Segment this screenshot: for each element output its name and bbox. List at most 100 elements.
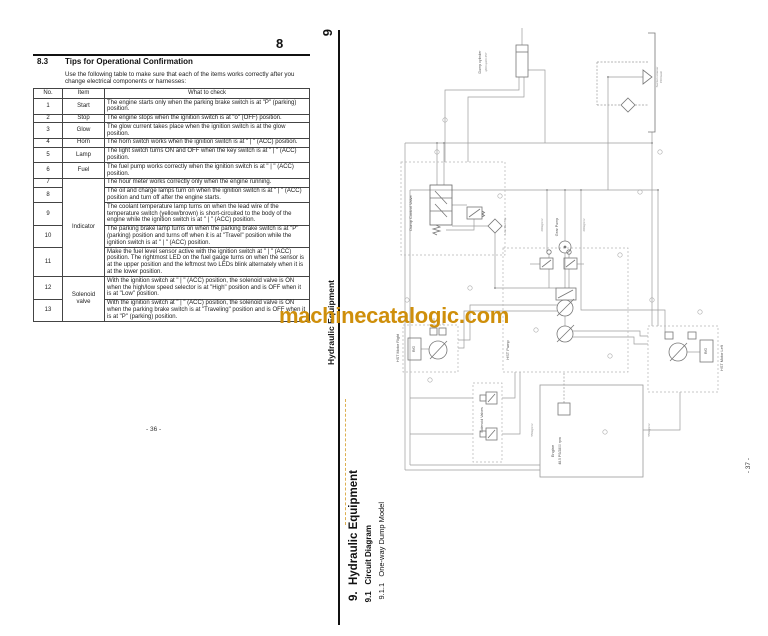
row-number-cell: 4	[33, 137, 63, 148]
check-cell: The engine stops when the ignition switc…	[104, 113, 310, 124]
pressure-label-4: 550kg/cm²	[647, 423, 651, 436]
row-number-cell: 3	[33, 122, 63, 139]
right-header-rule	[338, 30, 340, 625]
pressure-label-3: 550kg/cm²	[530, 423, 534, 436]
row-number-cell: 6	[33, 162, 63, 179]
row-number-cell: 8	[33, 186, 63, 204]
item-cell: Fuel	[62, 162, 105, 179]
right-page-number: 9	[320, 29, 335, 37]
item-cell: Indicator	[62, 177, 105, 278]
engine-label: Engine	[550, 444, 555, 457]
row-number-cell: 2	[33, 113, 63, 124]
row-number-cell: 13	[33, 298, 63, 323]
item-cell: Horn	[62, 137, 105, 148]
hst-motor-left-symbol	[664, 331, 714, 363]
check-cell: The horn switch works when the ignition …	[104, 137, 310, 148]
solenoid-valve-symbols	[479, 391, 498, 441]
charge-relief-valves	[539, 249, 578, 270]
row-number-cell: 12	[33, 276, 63, 300]
pressure-label-2: 200kg/cm²	[582, 218, 586, 231]
table-row: 11 Make the fuel level sensor active with…	[33, 247, 310, 278]
check-cell: The hour meter works correctly only when…	[104, 177, 310, 188]
gear-pump-symbol	[558, 240, 572, 254]
check-cell: The light switch turns ON and OFF when t…	[104, 146, 310, 164]
section-title: Tips for Operational Confirmation	[65, 57, 193, 66]
col-header-item: Item	[62, 88, 105, 99]
subsubsection-heading: 9.1.1 One-way Dump Model	[377, 502, 386, 600]
line-filter-label: Line filter 70μ	[503, 217, 507, 234]
dump-cylinder-label: Dump cylinder	[478, 50, 482, 74]
dump-cylinder-symbol	[515, 44, 529, 78]
hst-pump-box	[502, 247, 629, 373]
check-cell: The engine starts only when the parking …	[104, 98, 310, 115]
intro-paragraph: Use the following table to make sure tha…	[65, 71, 295, 85]
table-row: 13 With the ignition switch at " | " (ACC…	[33, 298, 310, 323]
variable-pump-units	[556, 298, 575, 343]
solenoid-valves-label: Solenoid Valves	[480, 407, 484, 433]
engine-spec-label: 48.5 PS/2800 rpm	[558, 437, 562, 465]
hydraulic-circuit-diagram: Dump cylinder φ50×φ30×457 Dump Control V…	[390, 0, 768, 505]
check-cell: Make the fuel level sensor active with t…	[104, 247, 310, 278]
dump-relief-valve	[466, 206, 486, 220]
check-cell: The coolant temperature lamp turns on wh…	[104, 202, 310, 226]
engine-symbol	[539, 384, 644, 478]
row-number-cell: 1	[33, 98, 63, 115]
section-heading: 8.3 Tips for Operational Confirmation	[37, 57, 193, 66]
hst-motor-right-label: HST Motor Right	[396, 333, 400, 362]
row-number-cell: 11	[33, 247, 63, 278]
dump-control-valve-label: Dump Control Valve	[408, 194, 413, 230]
left-page-footer: - 36 -	[146, 426, 162, 433]
check-cell: The parking brake lamp turns on when the…	[104, 224, 310, 249]
item-cell: Solenoid valve	[62, 276, 105, 323]
item-cell: Start	[62, 98, 105, 115]
tank-symbol	[648, 32, 656, 133]
table-row: 10 The parking brake lamp turns on when t…	[33, 224, 310, 249]
hst-motor-left-label: HST Motor Left	[720, 344, 724, 371]
check-cell: The oil and charge lamps turn on when th…	[104, 186, 310, 204]
hst-pump-label: HST Pump	[505, 339, 510, 359]
pressure-label-1: 200kg/cm²	[540, 218, 544, 231]
watermark-dashed-line	[345, 399, 346, 525]
check-cell: With the ignition switch at " | " (ACC) …	[104, 298, 310, 323]
row-number-cell: 7	[33, 177, 63, 188]
junction-markers	[404, 76, 703, 435]
piping-lines	[404, 28, 700, 471]
component-boxes	[400, 161, 719, 463]
suction-strainer-label: Suction strainer	[655, 67, 659, 88]
row-number-cell: 10	[33, 224, 63, 249]
hst-motor-right-symbol	[407, 327, 448, 361]
left-header-rule	[33, 54, 310, 56]
solenoid-valves-box	[472, 382, 503, 463]
dump-cylinder-spec-label: φ50×φ30×457	[484, 52, 488, 71]
item-cell: Glow	[62, 122, 105, 139]
row-number-cell: 9	[33, 202, 63, 226]
suction-strainer-icon	[642, 69, 653, 85]
suction-strainer-mesh-label: 150mesh	[659, 70, 663, 83]
tank-filter-icon	[620, 97, 636, 113]
item-cell: Stop	[62, 113, 105, 124]
diagram-labels: Dump cylinder φ50×φ30×457 Dump Control V…	[396, 50, 724, 465]
check-cell: The glow current takes place when the ig…	[104, 122, 310, 139]
dump-spool-valve	[429, 184, 453, 236]
col-header-no: No.	[33, 88, 63, 99]
subsection-heading: 9.1 Circuit Diagram	[364, 525, 373, 603]
chapter-heading: 9. Hydraulic Equipment	[348, 470, 360, 601]
left-page-number: 8	[276, 36, 284, 51]
col-header-check: What to check	[104, 88, 310, 99]
components	[407, 32, 714, 478]
line-filter-icon	[487, 218, 503, 234]
gearbox-left-label: R/G	[704, 348, 708, 354]
hst-motor-right-box	[402, 324, 459, 373]
dump-control-valve-box	[400, 161, 506, 256]
charge-check-valve	[555, 287, 577, 301]
